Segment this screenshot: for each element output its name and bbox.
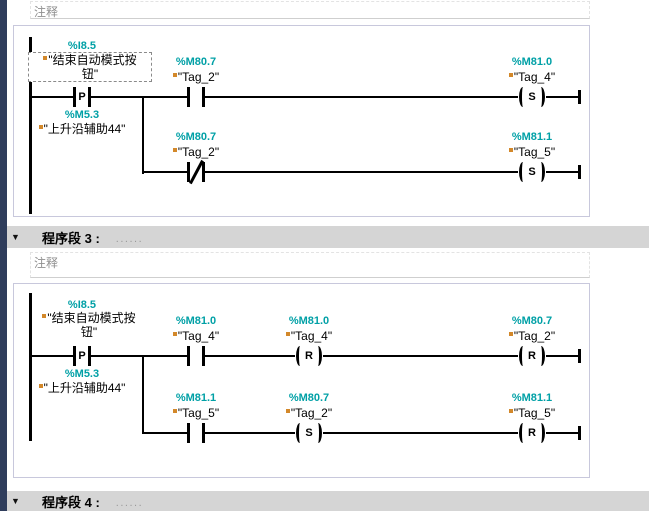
network-comment-field[interactable]: 注释 [30,1,590,19]
power-rail [29,293,32,441]
rail-end-tick [578,90,581,104]
rung-wire [30,96,579,98]
network-header: ▼ 程序段 3 : ...... [7,226,649,248]
rail-end-tick [578,426,581,440]
rung-wire [143,171,579,173]
ladder-area [13,25,590,217]
rung-wire [143,432,579,434]
network-title[interactable]: 程序段 4 : [42,494,100,510]
collapse-triangle-icon[interactable]: ▼ [11,496,20,506]
network-title-placeholder-dots[interactable]: ...... [115,232,144,245]
collapse-triangle-icon[interactable]: ▼ [11,232,20,242]
branch-wire [142,355,144,434]
branch-wire [142,96,144,174]
power-rail [29,37,32,214]
rung-wire [30,355,579,357]
network-header: ▼ 程序段 4 : ...... [7,491,649,511]
network-title-placeholder-dots[interactable]: ...... [115,496,144,509]
network-title[interactable]: 程序段 3 : [42,230,100,246]
window-left-edge [0,0,7,511]
network-comment-field[interactable]: 注释 [30,252,590,278]
rail-end-tick [578,349,581,363]
rail-end-tick [578,165,581,179]
ladder-area [13,283,590,478]
